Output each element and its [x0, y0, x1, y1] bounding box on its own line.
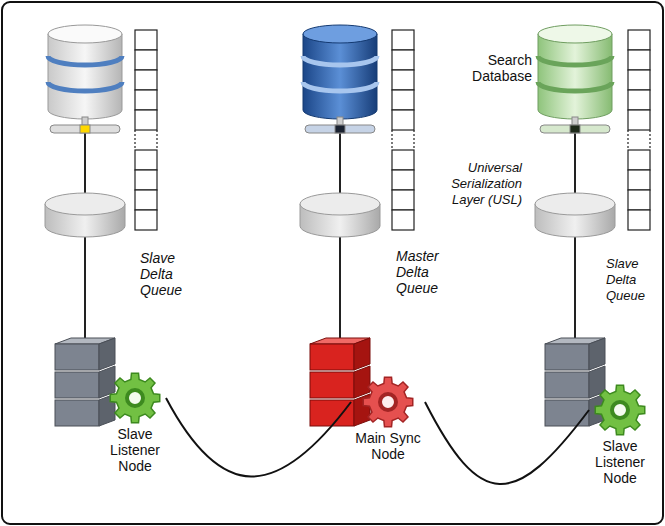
gear-icon	[362, 376, 414, 428]
gear-icon	[594, 384, 646, 436]
layer-label: Universal Serialization Layer (USL)	[436, 160, 522, 208]
node-label: Main Sync Node	[351, 430, 425, 462]
sync-link	[425, 402, 589, 484]
queue-label: Master Delta Queue	[396, 248, 454, 296]
gear-icon	[109, 372, 161, 424]
sync-node: Main Sync Node	[351, 376, 425, 462]
sync-node: Slave Listener Node	[104, 372, 166, 474]
database-label: Search Database	[462, 52, 532, 84]
sync-node: Slave Listener Node	[589, 384, 651, 486]
node-label: Slave Listener Node	[589, 438, 651, 486]
queue-label: Slave Delta Queue	[140, 250, 198, 298]
node-label: Slave Listener Node	[104, 426, 166, 474]
sync-link	[166, 398, 351, 477]
queue-label: Slave Delta Queue	[606, 256, 658, 304]
